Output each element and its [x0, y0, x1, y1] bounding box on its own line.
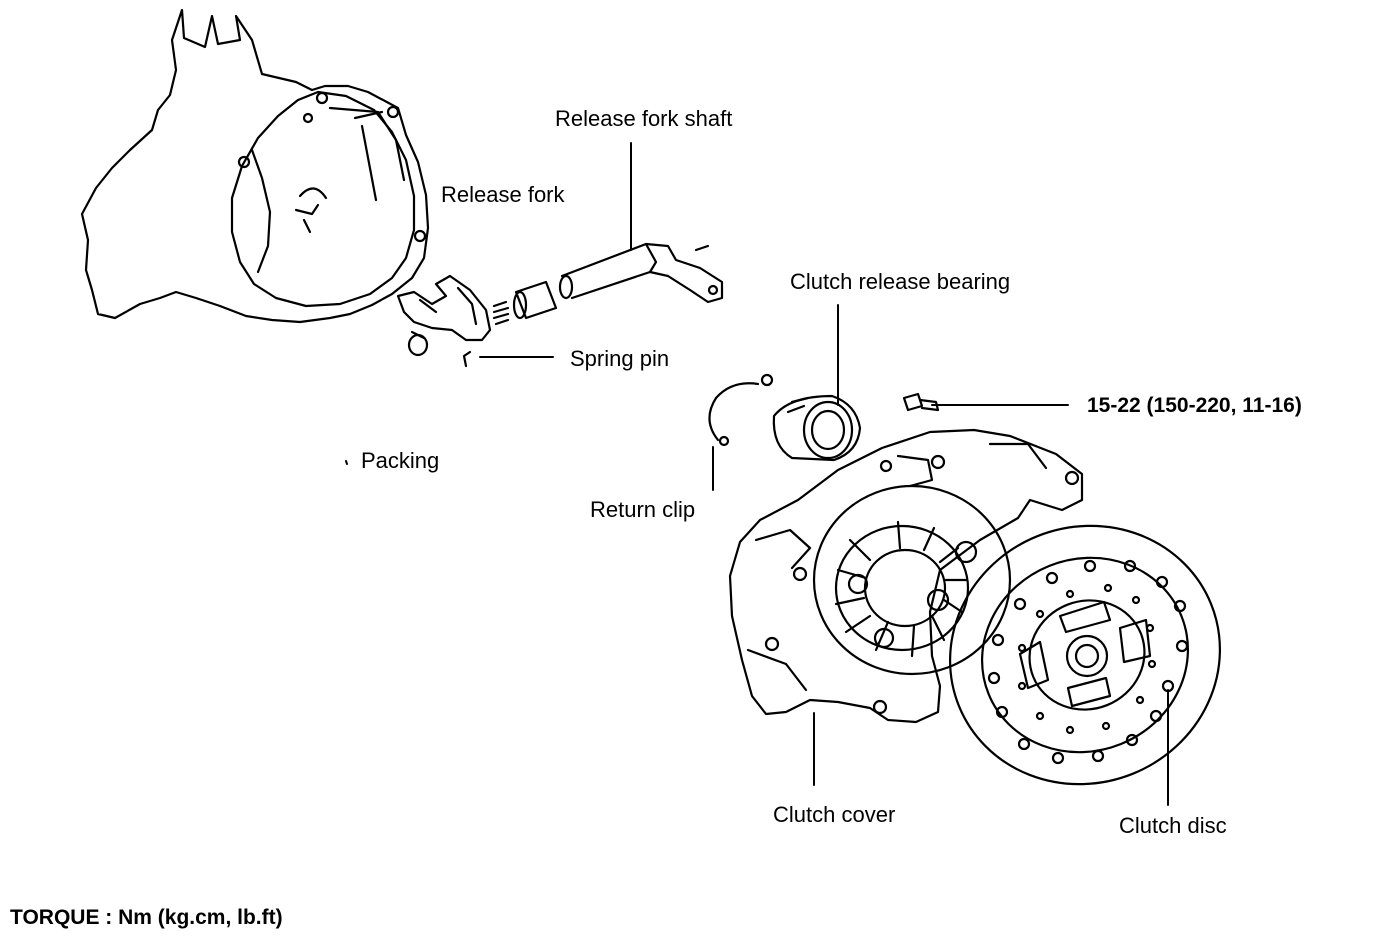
clutch-cover [728, 428, 1084, 724]
clutch-release-bearing [772, 394, 862, 462]
label-clutch-cover: Clutch cover [773, 802, 896, 827]
label-spring-pin: Spring pin [570, 346, 670, 371]
label-torque-spec: 15-22 (150-220, 11-16) [1087, 394, 1302, 417]
label-release-fork-shaft: Release fork shaft [555, 106, 733, 131]
spring-pin [462, 350, 472, 368]
release-fork-shaft [558, 242, 724, 304]
bushing [512, 280, 558, 320]
label-clutch-disc: Clutch disc [1119, 813, 1227, 838]
fork-spring [492, 300, 510, 326]
release-fork [396, 274, 492, 357]
clutch-disc [948, 524, 1222, 786]
label-clutch-release-bearing: Clutch release bearing [790, 269, 1011, 294]
torque-units-note: TORQUE : Nm (kg.cm, lb.ft) [10, 906, 283, 929]
label-return-clip: Return clip [590, 497, 696, 522]
transaxle-housing [80, 8, 430, 324]
label-packing: Packing [361, 448, 440, 473]
bolt [902, 392, 940, 412]
return-clip [708, 373, 774, 447]
label-release-fork: Release fork [441, 182, 565, 207]
leader-lines [345, 142, 1169, 806]
